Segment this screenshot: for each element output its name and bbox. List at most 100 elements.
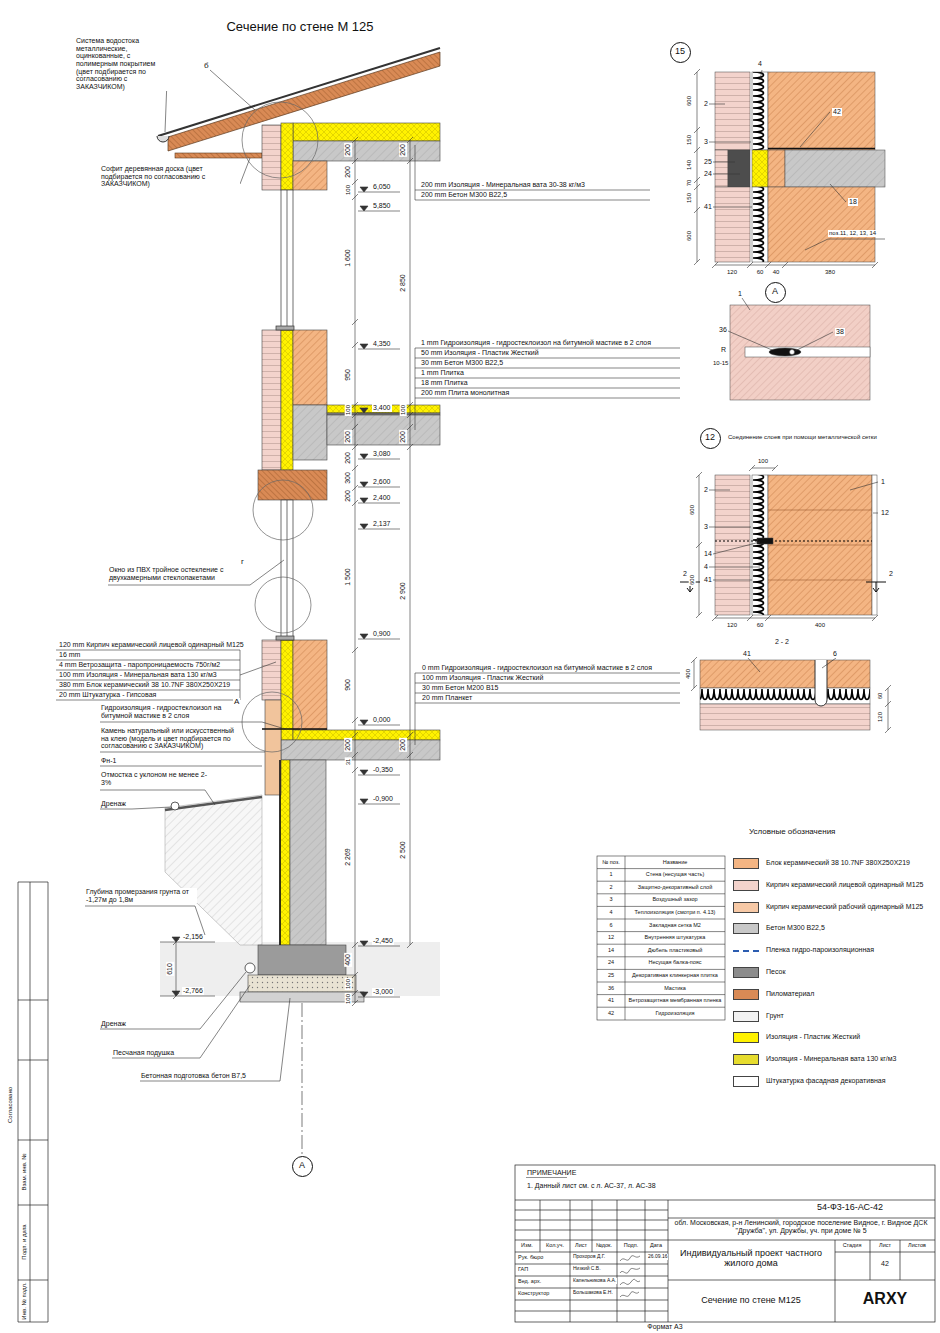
dimension-text: 2 - 2	[774, 638, 790, 646]
annotation-text: 1. Данный лист см. с л. АС-37, л. АС-38	[526, 1182, 657, 1190]
dimension-text: 60	[877, 692, 884, 701]
dimension-text: -2,450	[372, 937, 394, 945]
dimension-text: 4	[757, 60, 763, 68]
annotation-text: Низкий С.В.	[572, 1266, 602, 1272]
dimension-text: 38	[835, 328, 845, 336]
detail-12	[752, 475, 768, 615]
dimension-text: 14	[607, 947, 615, 953]
detail-15	[752, 187, 768, 262]
dimension-text: 120	[877, 711, 884, 723]
dimension-text: 1 500	[344, 567, 352, 587]
window	[281, 190, 293, 330]
title-block	[515, 1165, 935, 1322]
dimension-text: -0,900	[372, 795, 394, 803]
dimension-text: -2,766	[182, 987, 204, 995]
detail-12	[691, 657, 891, 733]
annotation-text: Теплоизоляция (смотри п. 4.13)	[634, 909, 717, 915]
annotation-text: ГАП	[517, 1266, 529, 1272]
level-mark	[358, 192, 400, 997]
dimension-text: 1 600	[344, 248, 352, 268]
axis-line	[302, 1003, 303, 1154]
detail-circle	[242, 102, 318, 178]
dimension-text: 2 269	[344, 847, 352, 867]
sheet-title: Сечение по стене М 125	[225, 20, 374, 34]
detail-a	[728, 298, 870, 400]
detail-a	[728, 298, 833, 351]
annotation-text: 1 mm Гидроизоляция - гидростеклоизол на …	[420, 339, 652, 347]
dimension-text: 3,400	[372, 404, 392, 412]
leader-line	[210, 70, 255, 110]
annotation-text: 16 mm	[58, 651, 81, 659]
approval-stamp	[18, 882, 48, 1322]
detail-circle	[242, 102, 318, 752]
annotation-text: Песчаная подушка	[112, 1049, 175, 1057]
detail-a	[790, 350, 795, 355]
dimension-text: 400	[685, 668, 692, 680]
detail-circle	[253, 480, 313, 540]
detail-12	[757, 538, 773, 544]
annotation-text: 1 mm Плитка	[420, 369, 465, 377]
dimension-text: 6	[832, 650, 838, 658]
annotation-text: Бетонная подготовка бетон B7,5	[140, 1072, 247, 1080]
title-block	[526, 1177, 567, 1178]
dimension-text: 300	[344, 471, 352, 485]
title-block	[620, 1256, 640, 1297]
detail-a	[745, 347, 870, 357]
detail-12	[700, 704, 870, 730]
dimension-line	[407, 137, 413, 948]
waterproofing-line	[262, 729, 327, 945]
dimension-text: 41	[742, 650, 752, 658]
annotation-text: 100 mm Изоляция - Пластик Жесткий	[421, 674, 544, 682]
dimension-line	[352, 137, 358, 1006]
ground	[160, 942, 440, 996]
annotation-text: г	[240, 558, 245, 567]
annotation-text: Мастика	[663, 985, 687, 991]
detail-15	[785, 150, 885, 187]
legend-text: Песок	[765, 968, 786, 976]
dimension-text: 18	[848, 198, 858, 206]
annotation-text: Взам. инв. №	[21, 1152, 28, 1191]
leader-line	[56, 650, 276, 700]
callout-circle: 12	[700, 428, 721, 449]
detail-15	[694, 69, 878, 268]
annotation-text: Глубина промерзания грунта от -1,27м до …	[85, 888, 197, 903]
dimension-text: 2	[608, 884, 613, 890]
level-mark	[172, 187, 400, 997]
dimension-text: 600	[689, 504, 696, 516]
dimension-text: 2	[703, 100, 709, 108]
wall-section	[280, 760, 290, 945]
annotation-text: Дренаж	[100, 800, 127, 808]
wall-section	[327, 415, 440, 445]
legend-swatch	[733, 902, 759, 913]
dimension-text: 150	[686, 134, 693, 146]
dimension-text: 26.09.16	[647, 1254, 668, 1260]
dimension-text: 42	[880, 1260, 890, 1268]
annotation-text: 100 mm Изоляция - Минеральная вата 130 к…	[58, 671, 218, 679]
annotation-text: Гидроизоляция	[655, 1010, 696, 1016]
annotation-text: Стена (несущая часть)	[645, 871, 706, 877]
wall-section	[262, 125, 281, 190]
detail-12	[700, 688, 870, 704]
annotation-text: Соединение слоев при помощи металлическо…	[727, 434, 878, 441]
annotation-text: 18 mm Плитка	[420, 379, 469, 387]
dimension-text: 100	[345, 184, 352, 196]
dimension-text: 2 850	[399, 273, 407, 293]
dimension-text: 60	[756, 622, 765, 629]
annotation-text: Защитно-декоративный слой	[637, 884, 713, 890]
dimension-text: 0,000	[372, 716, 392, 724]
detail-12	[768, 510, 872, 580]
dimension-text: 120	[726, 622, 738, 629]
specification-table	[597, 856, 725, 1020]
dimension-text: 31	[345, 758, 352, 767]
dimension-text: 3,080	[372, 450, 392, 458]
legend-text: Пиломатериал	[765, 990, 815, 998]
wall-section	[293, 141, 440, 161]
annotation-text: Инв. № подл.	[21, 1281, 28, 1320]
legend-entry: Штукатурка фасадная декоративная	[733, 1076, 938, 1089]
detail-12	[700, 660, 870, 688]
annotation-text: 4 mm Ветрозащита - паропроницаемость 750…	[58, 661, 221, 669]
annotation-text: Дюбель пластиковый	[647, 947, 703, 953]
annotation-text: Сечение по стене М125	[700, 1296, 801, 1306]
legend-swatch	[733, 1032, 759, 1043]
dimension-text: 6,050	[372, 183, 392, 191]
